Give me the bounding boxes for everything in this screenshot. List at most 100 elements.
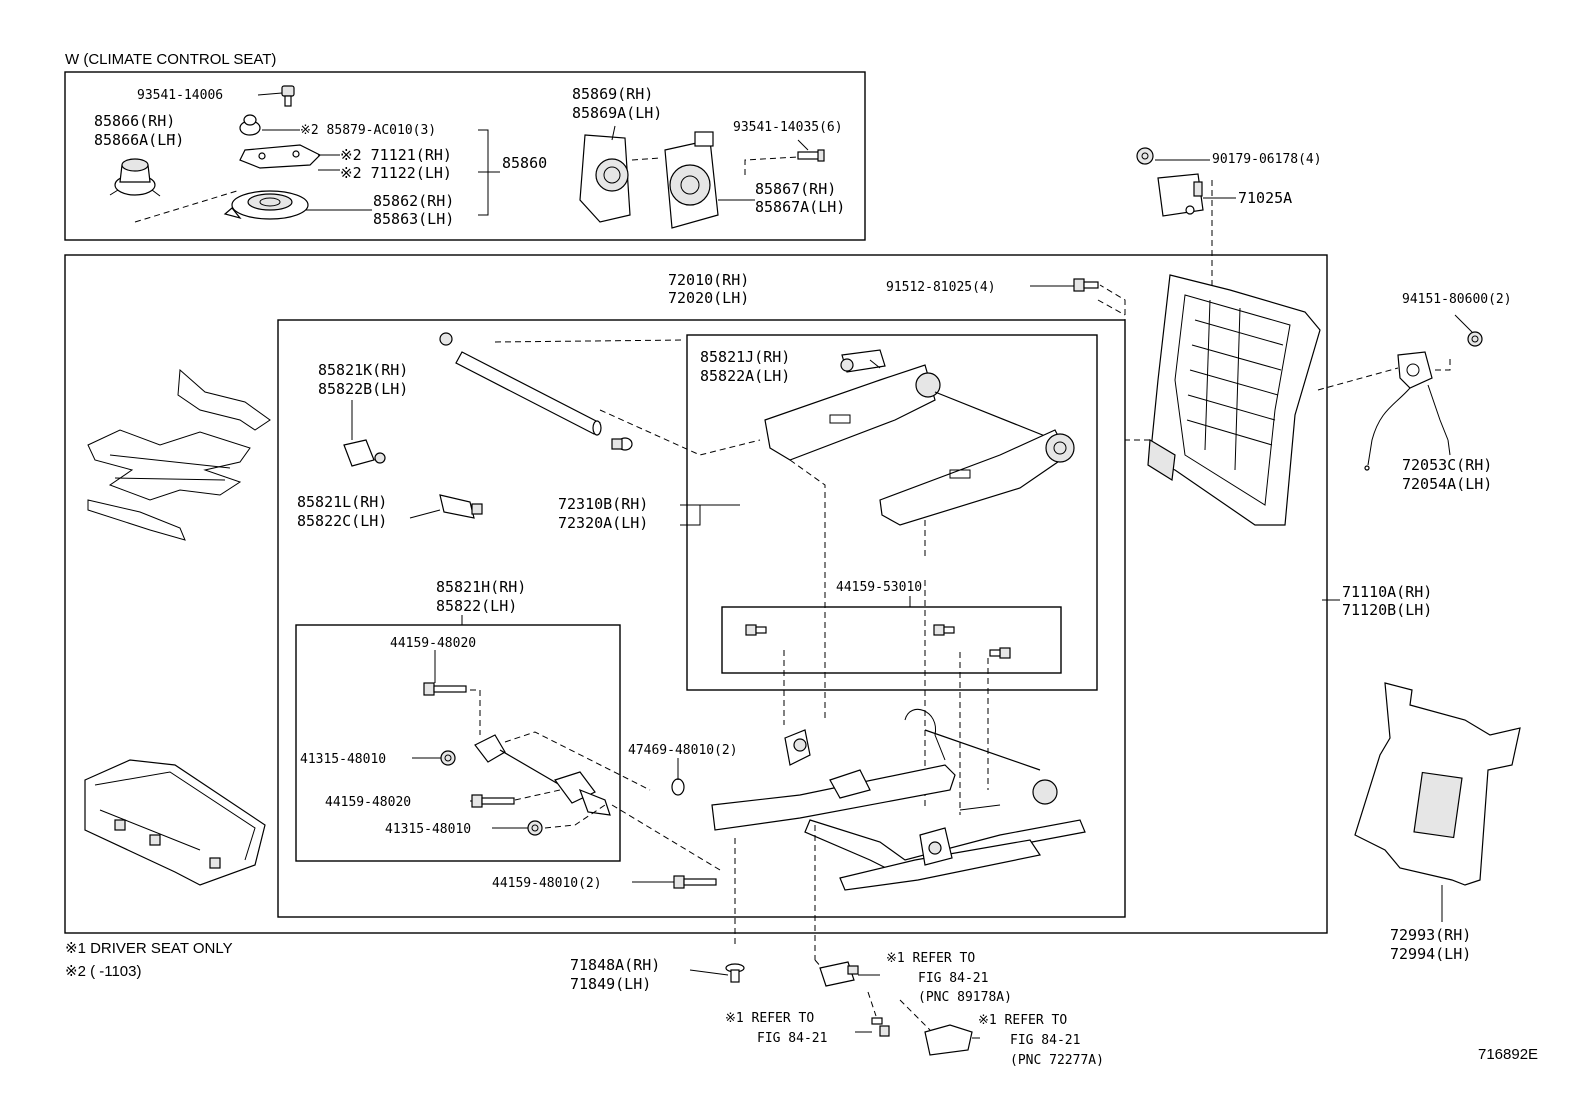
label-85862: 85862(RH) [373,192,454,210]
adjuster-box [277,319,1126,918]
ref-84-21-line2: FIG 84-21 [757,1031,827,1046]
fan-85862 [223,190,309,220]
recliner-72310b [764,364,1075,526]
screw-93541-14006 [281,85,295,107]
nut-90179 [1136,147,1154,165]
nut-41315-48010-a [440,750,456,766]
label-85822b: 85822B(LH) [318,380,408,398]
label-85866a: 85866A(LH) [94,131,184,149]
bolt-44159-53010-c [989,647,1011,659]
footnote-1: ※1 DRIVER SEAT ONLY [65,940,233,957]
bolt-44159-48020-a [423,682,467,696]
ref-72277a-line1: ※1 REFER TO [978,1013,1067,1028]
climate-control-title: W (CLIMATE CONTROL SEAT) [65,51,276,68]
spring-frame [87,368,271,541]
label-85879: ※2 85879-AC010(3) [300,123,436,138]
motor-85821j [840,349,886,373]
ref-89178a-line3: (PNC 89178A) [918,990,1012,1005]
label-72310b: 72310B(RH) [558,495,648,513]
label-93541-14035: 93541-14035(6) [733,120,843,135]
label-41315-48010-b: 41315-48010 [385,822,471,837]
label-72020: 72020(LH) [668,289,749,307]
nut-41315-48010-b [527,820,543,836]
figure-id: 716892E [1478,1046,1538,1063]
label-85822c: 85822C(LH) [297,512,387,530]
bolt-44159-48010 [673,875,717,889]
label-71122: ※2 71122(LH) [340,164,452,182]
bolt-ref-84-21 [871,1017,890,1037]
front-pan [84,759,266,886]
label-94151: 94151-80600(2) [1402,292,1512,307]
climate-control-box [64,71,866,241]
label-85863: 85863(LH) [373,210,454,228]
label-44159-48020-b: 44159-48020 [325,795,411,810]
label-44159-53010: 44159-53010 [836,580,922,595]
label-72320a: 72320A(LH) [558,514,648,532]
bushing [611,437,633,451]
bolt-44159-48020-b [471,794,515,808]
board-72993 [1354,682,1521,886]
label-90179: 90179-06178(4) [1212,152,1322,167]
lever-72053c [1364,351,1449,471]
bolt-91512 [1073,278,1099,292]
seat-assembly-box [64,254,1328,934]
torsion-bar [439,332,602,436]
label-85866: 85866(RH) [94,112,175,130]
connector-89178a [819,961,859,987]
ref-72277a-line2: FIG 84-21 [1010,1033,1080,1048]
duct-85867 [664,131,719,229]
bracket-71121 [239,144,322,169]
ref-84-21-line1: ※1 REFER TO [725,1011,814,1026]
label-93541-14006: 93541-14006 [137,88,223,103]
washer-47469 [671,778,685,796]
label-85822: 85822(LH) [436,597,517,615]
label-72993: 72993(RH) [1390,926,1471,944]
ref-89178a-line2: FIG 84-21 [918,971,988,986]
label-71848a: 71848A(RH) [570,956,660,974]
bolt-44159-53010-b [933,624,955,636]
label-44159-48020-a: 44159-48020 [390,636,476,651]
label-85869: 85869(RH) [572,85,653,103]
ecu-71025a [1157,173,1204,217]
label-85821l: 85821L(RH) [297,493,387,511]
motor-85821l [439,494,483,519]
label-72054a: 72054A(LH) [1402,475,1492,493]
label-72010: 72010(RH) [668,271,749,289]
bolt-44159-53010-a [745,624,767,636]
label-91512: 91512-81025(4) [886,280,996,295]
ref-89178a-line1: ※1 REFER TO [886,951,975,966]
label-71120b: 71120B(LH) [1342,601,1432,619]
label-71110a: 71110A(RH) [1342,583,1432,601]
footnote-2: ※2 ( -1103) [65,963,142,980]
label-72053c: 72053C(RH) [1402,456,1492,474]
clip-71848a [725,963,745,983]
seatback-frame-71110a [1147,274,1321,526]
label-85869a: 85869A(LH) [572,104,662,122]
motor-box [295,624,621,862]
label-85821j: 85821J(RH) [700,348,790,366]
nut-94151 [1467,331,1483,347]
grommet-85879 [239,114,261,136]
label-85860: 85860 [502,154,547,172]
label-85822a: 85822A(LH) [700,367,790,385]
motor-85821h [474,734,611,816]
bolt-box [721,606,1062,674]
label-47469: 47469-48010(2) [628,743,738,758]
motor-85821k [343,439,386,467]
label-85867: 85867(RH) [755,180,836,198]
duct-85869 [579,134,631,223]
seat-track [711,708,1086,891]
blower-85866 [109,158,161,197]
label-85821h: 85821H(RH) [436,578,526,596]
label-71121: ※2 71121(RH) [340,146,452,164]
label-71025a: 71025A [1238,189,1292,207]
label-85821k: 85821K(RH) [318,361,408,379]
label-41315-48010-a: 41315-48010 [300,752,386,767]
label-85867a: 85867A(LH) [755,198,845,216]
ref-72277a-line3: (PNC 72277A) [1010,1053,1104,1068]
label-72994: 72994(LH) [1390,945,1471,963]
label-71849: 71849(LH) [570,975,651,993]
screw-93541-14035 [797,149,825,162]
recliner-box [686,334,1098,691]
